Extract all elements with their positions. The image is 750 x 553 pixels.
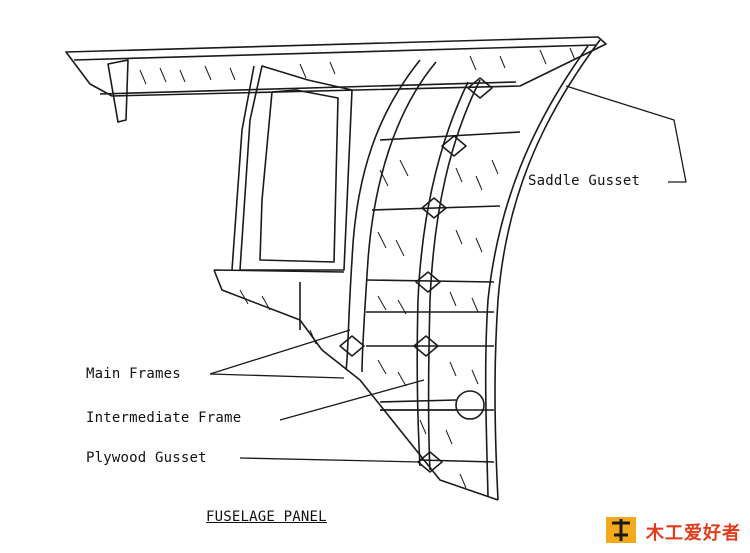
main-frame-outer: [345, 59, 421, 371]
top-longeron: [65, 36, 607, 97]
drawing-title: FUSELAGE PANEL: [206, 509, 327, 525]
plywood-gusset-leader: [239, 457, 421, 463]
main-frames-leader-2: [209, 373, 345, 379]
saddle-gusset-label: Saddle Gusset: [528, 173, 641, 189]
main-frames-label: Main Frames: [86, 366, 181, 382]
watermark-text: 木工爱好者: [646, 523, 741, 544]
skin-edge: [494, 39, 601, 501]
lightening-hole: [455, 390, 485, 420]
plywood-gusset-label: Plywood Gusset: [86, 450, 207, 466]
plywood-gussets: [339, 77, 493, 473]
window-frame: [239, 65, 353, 271]
watermark-icon: [606, 517, 636, 543]
intermediate-frame-leader: [279, 379, 425, 421]
watermark-logo: 木工爱好者: [602, 511, 742, 547]
intermediate-frame-label: Intermediate Frame: [86, 410, 242, 426]
saddle-gusset-leader: [565, 85, 687, 183]
main-frames-leader-1: [209, 329, 351, 375]
